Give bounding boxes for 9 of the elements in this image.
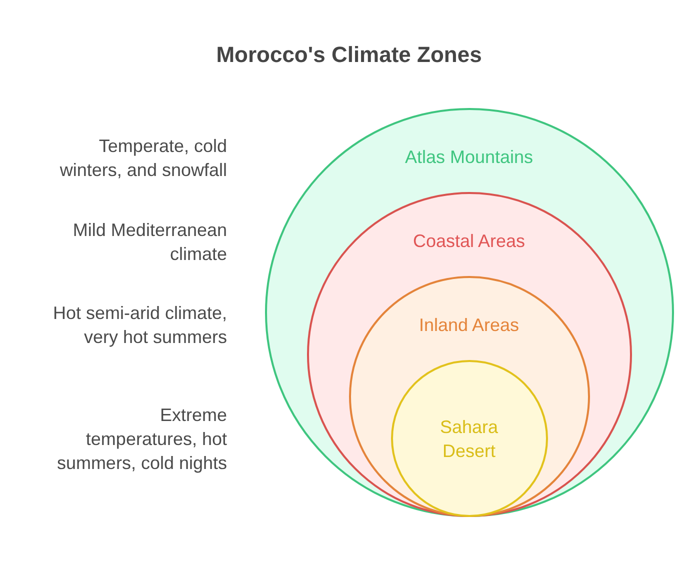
- zone-label: Coastal Areas: [412, 230, 526, 252]
- zone-description: Hot semi-arid climate, very hot summers: [52, 302, 227, 349]
- zone-description: Extreme temperatures, hot summers, cold nights: [56, 404, 227, 475]
- diagram-title: Morocco's Climate Zones: [215, 41, 483, 69]
- zone-label: Sahara Desert: [438, 416, 500, 463]
- zone-label: Atlas Mountains: [404, 146, 534, 169]
- zone-description: Mild Mediterranean climate: [72, 219, 227, 266]
- zone-description: Temperate, cold winters, and snowfall: [58, 135, 227, 182]
- zone-label: Inland Areas: [418, 314, 520, 336]
